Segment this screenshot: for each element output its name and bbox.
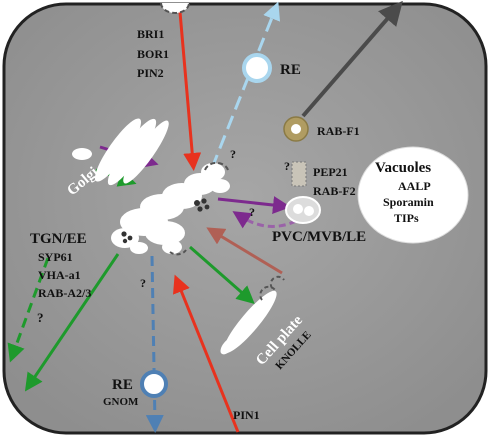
brown-arrow (206, 227, 283, 275)
green-dashed-arrow-bottom-left (7, 257, 50, 363)
vacuole-cargo-aalp: AALP (398, 179, 431, 193)
question-mark-left: ? (37, 310, 44, 325)
top-vesicle-stub (160, 2, 190, 14)
pin1-label: PIN1 (233, 408, 260, 422)
question-mark-pvc-top: ? (284, 159, 290, 173)
golgi-stack (72, 118, 169, 186)
steel-blue-dashed-arrow (145, 255, 164, 433)
red-arrow-top (178, 11, 202, 171)
vacuole-organelle (357, 146, 469, 244)
question-mark-pvc-return: ? (249, 205, 255, 219)
rab-f2-label: RAB-F2 (313, 184, 356, 198)
re-top-label: RE (280, 62, 301, 78)
tgn-ee-title: TGN/EE (30, 231, 87, 247)
tgn-item-vha-a1: VHA-a1 (38, 268, 81, 282)
vacuole-cargo-tips: TIPs (394, 211, 419, 225)
cell-plate (220, 275, 285, 355)
rab-f1-vesicle (283, 116, 309, 142)
question-mark-bottom: ? (140, 276, 146, 290)
gnom-label: GNOM (103, 396, 139, 408)
purple-arrow-to-pvc (217, 196, 291, 214)
pep21-label: PEP21 (313, 165, 348, 179)
green-arrow-bottom-left (24, 253, 120, 392)
green-arrow-to-cell-plate (189, 245, 255, 304)
re-top-organelle (242, 53, 272, 83)
tgn-ee-cluster (111, 161, 230, 256)
re-bottom-label: RE (112, 377, 133, 393)
vacuoles-title: Vacuoles (375, 160, 431, 176)
re-bottom-organelle (140, 370, 168, 398)
top-cargo-labels: BRI1 BOR1 PIN2 (137, 27, 169, 80)
vacuole-cargo-sporamin: Sporamin (383, 195, 434, 209)
rab-f1-label: RAB-F1 (317, 124, 360, 138)
dark-gray-arrow (301, 0, 403, 118)
pep21-membrane-stack (291, 161, 307, 187)
pvc-label: PVC/MVB/LE (272, 229, 366, 245)
pvc-organelle (285, 196, 321, 224)
question-mark-center-top: ? (230, 147, 236, 161)
red-arrow-bottom (173, 274, 240, 433)
tgn-item-syp61: SYP61 (38, 250, 73, 264)
light-blue-dashed-arrow (210, 1, 281, 169)
cargo-bri1: BRI1 (137, 27, 164, 41)
cargo-pin2: PIN2 (137, 66, 164, 80)
tgn-item-rab-a2-3: RAB-A2/3 (38, 286, 91, 300)
cargo-bor1: BOR1 (137, 47, 169, 61)
purple-dashed-return-arrow (232, 211, 297, 229)
